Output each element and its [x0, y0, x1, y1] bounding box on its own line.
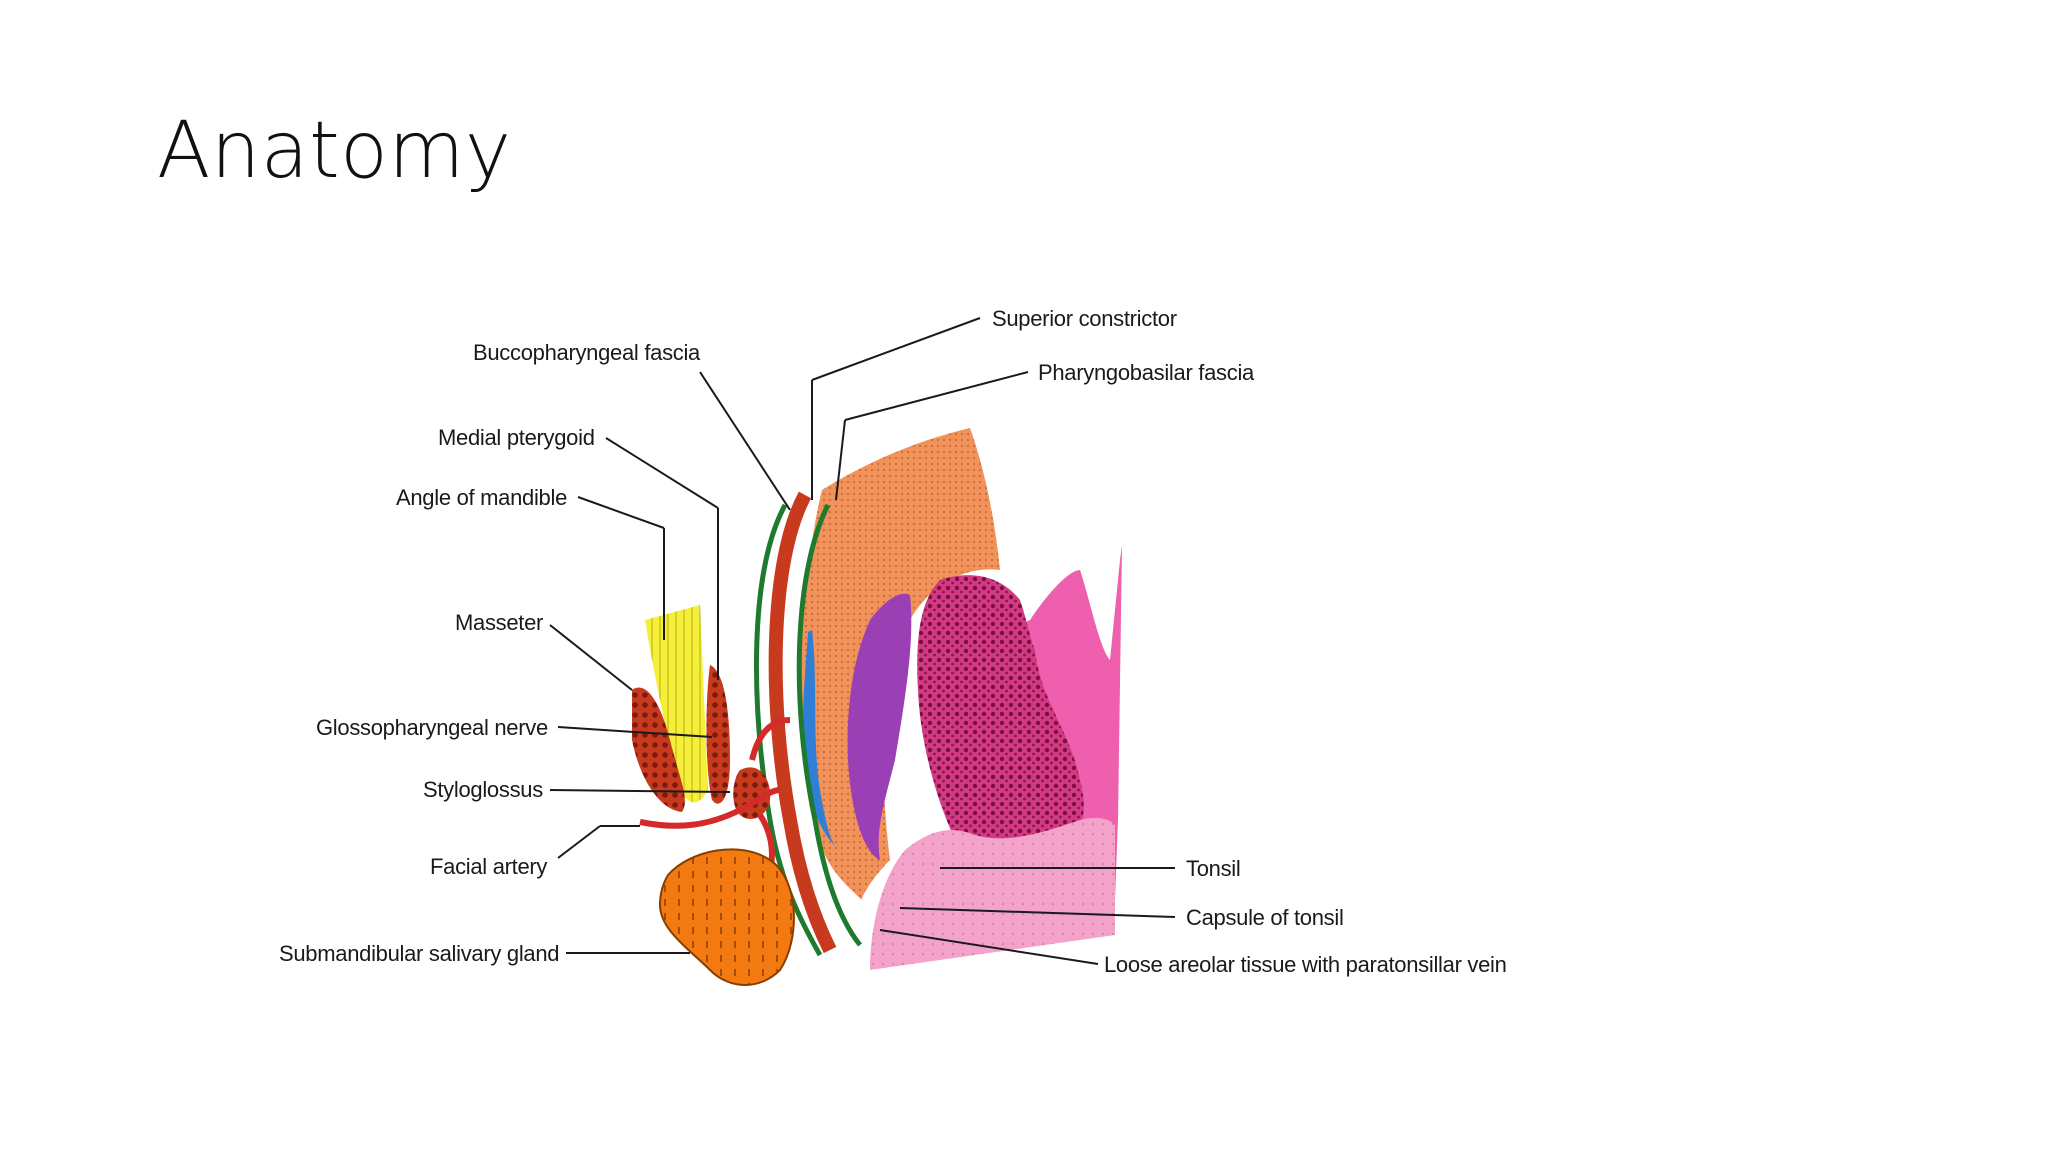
leader-styloglossus [549, 789, 731, 793]
pharyngobasilar-fascia-line [796, 503, 862, 947]
label-facial-artery: Facial artery [430, 854, 547, 879]
lower-mucosa [870, 817, 1115, 970]
leader-masseter [549, 624, 633, 691]
label-capsule-of-tonsil: Capsule of tonsil [1186, 905, 1344, 930]
leader-capsule [899, 907, 1176, 918]
medial-pterygoid [706, 665, 730, 804]
superior-constrictor-region [798, 428, 1000, 900]
slide-title: Anatomy [157, 106, 512, 196]
label-tonsil: Tonsil [1186, 856, 1240, 881]
label-superior-constrictor: Superior constrictor [992, 306, 1177, 331]
label-angle-of-mandible: Angle of mandible [396, 485, 567, 510]
tonsil-body [917, 575, 1084, 850]
label-styloglossus: Styloglossus [423, 777, 543, 802]
label-pharyngobasilar-fascia: Pharyngobasilar fascia [1038, 360, 1255, 385]
label-masseter: Masseter [455, 610, 543, 635]
leader-facial-artery [557, 825, 601, 859]
leader-buccopharyngeal [699, 371, 791, 511]
label-submandibular-gland: Submandibular salivary gland [279, 941, 559, 966]
masseter [632, 687, 685, 812]
tonsil-capsule [847, 593, 912, 860]
label-buccopharyngeal-fascia: Buccopharyngeal fascia [473, 340, 701, 365]
label-glossopharyngeal-nerve: Glossopharyngeal nerve [316, 715, 548, 740]
leader-superior-constrictor [811, 317, 981, 381]
leader-pharyngobasilar-2 [835, 419, 846, 501]
leader-medial-pterygoid [605, 437, 719, 509]
angle-of-mandible [645, 605, 708, 803]
leader-loose-areolar [879, 929, 1099, 965]
leader-angle-of-mandible [577, 496, 665, 529]
muscle-band-red [768, 491, 837, 954]
leader-pharyngobasilar [844, 371, 1029, 421]
label-medial-pterygoid: Medial pterygoid [438, 425, 595, 450]
submandibular-gland [658, 848, 795, 986]
label-loose-areolar-tissue: Loose areolar tissue with paratonsillar … [1104, 952, 1507, 977]
leader-glossopharyngeal [557, 726, 713, 738]
